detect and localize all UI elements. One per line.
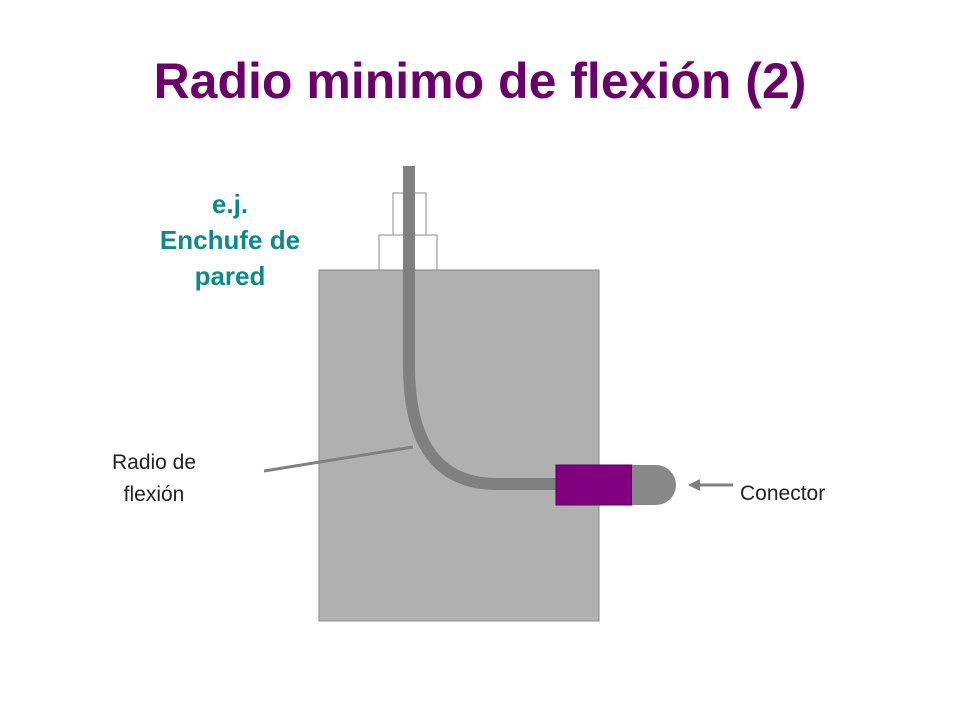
bend-radius-label: Radio de flexión — [84, 447, 224, 511]
connector-tip — [632, 465, 676, 505]
example-line-1: e.j. — [211, 189, 249, 219]
connector-arrow-head — [688, 479, 700, 491]
connector-body — [555, 464, 633, 506]
slide-title: Radio minimo de flexión (2) — [153, 53, 807, 109]
example-line-2: Enchufe de — [159, 225, 301, 255]
bend-label-line-2: flexión — [123, 483, 185, 506]
example-line-3: pared — [194, 261, 266, 291]
connector-label: Conector — [740, 482, 826, 505]
bend-pointer-line — [263, 445, 414, 473]
cable — [403, 166, 556, 490]
bend-label-line-1: Radio de — [111, 451, 197, 474]
wall-socket-box — [318, 269, 600, 622]
example-label: e.j. Enchufe de pared — [130, 186, 330, 294]
